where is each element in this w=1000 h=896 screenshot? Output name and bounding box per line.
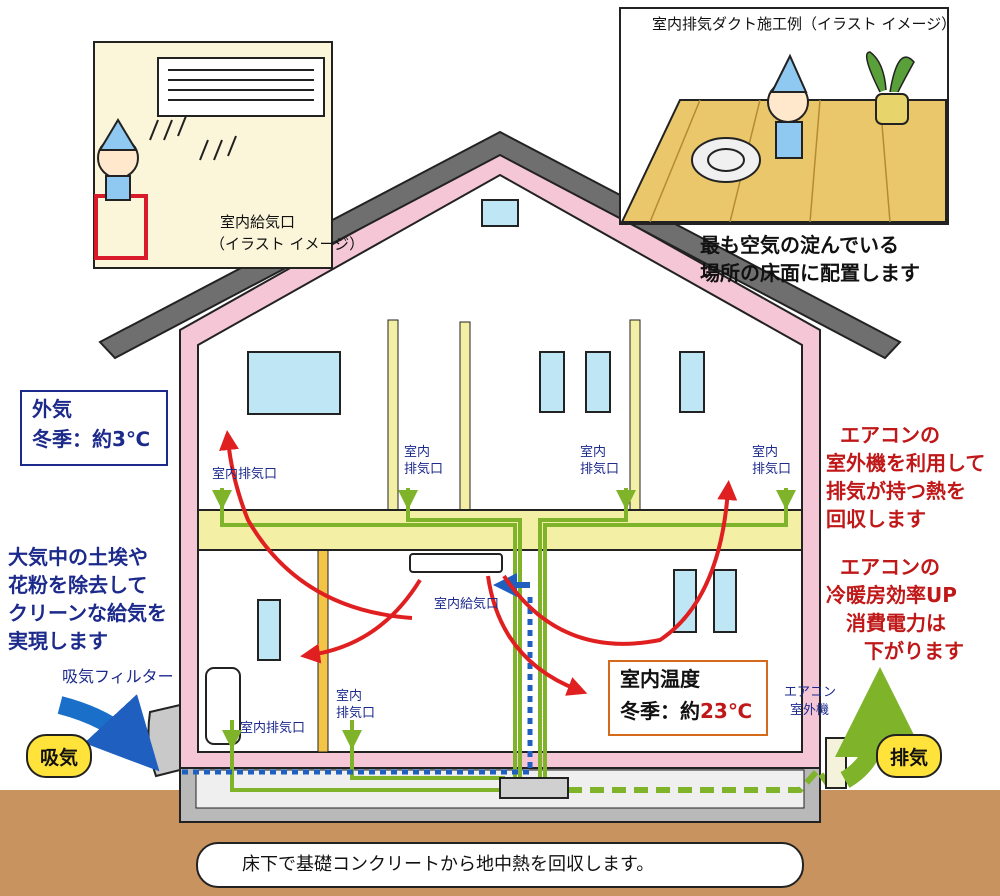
exhaust-badge: 排気 <box>876 734 942 778</box>
exhaust-inset-caption: 室内排気ダクト施工例（イラスト イメージ） <box>652 15 957 33</box>
bottom-caption: 床下で基礎コンクリートから地中熱を回収します。 <box>242 854 655 875</box>
outside-air-temp: 冬季：約3℃ <box>32 427 151 451</box>
right-note-1-line3: 排気が持つ熱を <box>826 479 966 503</box>
ac-outdoor-unit <box>825 737 847 789</box>
airflow-squiggles <box>149 115 237 161</box>
indoor-temp-box: 室内温度 冬季：約23℃ <box>608 660 768 736</box>
window-2f-right-1 <box>539 351 565 413</box>
left-note-line4: 実現します <box>8 629 108 653</box>
ac-outdoor-unit-label-2: 室外機 <box>790 703 830 718</box>
window-2f-left <box>247 351 341 415</box>
left-note-line2: 花粉を除去して <box>8 573 148 597</box>
exhaust-out-arrow <box>834 667 925 788</box>
roof <box>98 130 902 360</box>
warm-air-flows <box>219 430 738 696</box>
right-note-1-line4: 回収します <box>826 507 926 531</box>
stud-middle <box>459 321 471 511</box>
room-exhaust-2f-c-label-1: 室内 <box>752 445 779 460</box>
room-exhaust-1f-label-2: 排気口 <box>336 706 376 721</box>
room-exhaust-2f-b-label-1: 室内 <box>580 445 607 460</box>
exhaust-note-line2: 場所の床面に配置します <box>700 261 920 285</box>
room-exhaust-2f-a-label-2: 排気口 <box>404 462 444 477</box>
right-note-2-line1: エアコンの <box>840 555 940 579</box>
room-exhaust-2f-b-label-2: 排気口 <box>580 462 620 477</box>
bottom-caption-pill: 床下で基礎コンクリートから地中熱を回収します。 <box>196 842 804 888</box>
indoor-temp-value: 冬季：約23℃ <box>620 699 753 723</box>
room-exhaust-1f-label-1: 室内 <box>336 689 363 704</box>
left-note-line1: 大気中の土埃や <box>8 545 148 569</box>
window-1f-right-2 <box>713 569 737 633</box>
window-2f-right-3 <box>679 351 705 413</box>
right-note-1-line2: 室外機を利用して <box>826 451 986 475</box>
room-exhaust-lower-left-label: 室内排気口 <box>240 721 306 736</box>
window-1f-right-1 <box>673 569 697 633</box>
floor-exhaust-vent <box>691 137 761 183</box>
intake-filter-label: 吸気フィルター <box>62 667 174 686</box>
supply-inset-caption-line1: 室内給気口 <box>220 213 296 231</box>
attic-window <box>481 199 519 227</box>
heat-exchanger-unit <box>499 777 569 799</box>
exhaust-duct-inlets <box>212 488 796 750</box>
inset-character <box>767 53 809 159</box>
potted-plant <box>865 51 915 125</box>
outside-air-box: 外気 冬季：約3℃ <box>20 390 168 466</box>
room-exhaust-upper-left-label: 室内排気口 <box>212 467 278 482</box>
stud-right <box>629 319 641 511</box>
character-on-ladder <box>94 118 148 260</box>
supply-duct <box>182 595 533 775</box>
floor-beam <box>197 509 803 551</box>
intake-arrow <box>57 694 160 772</box>
right-note-2-line3: 消費電力は <box>846 611 946 635</box>
intake-badge: 吸気 <box>26 734 92 778</box>
stud-left <box>387 319 399 511</box>
exhaust-note-line1: 最も空気の淀んでいる <box>700 233 899 257</box>
supply-vent-grille <box>157 57 325 117</box>
outside-air-label: 外気 <box>32 397 72 421</box>
supply-vent-slats <box>168 69 314 101</box>
window-2f-right-2 <box>585 351 611 413</box>
room-exhaust-2f-a-label-1: 室内 <box>404 445 431 460</box>
left-note-line3: クリーンな給気を <box>8 601 167 625</box>
supply-inset-caption-line2: （イラスト イメージ） <box>210 235 365 253</box>
floor-exhaust-vent-inner <box>707 148 745 172</box>
toilet <box>205 667 241 745</box>
window-1f-left <box>257 599 281 661</box>
room-supply-label: 室内給気口 <box>434 597 500 612</box>
ac-outdoor-unit-label-1: エアコン <box>784 685 837 700</box>
right-note-2-line4: 下がります <box>864 639 964 663</box>
right-note-2-line2: 冷暖房効率UP <box>826 583 957 607</box>
intake-filter <box>147 703 181 778</box>
room-exhaust-2f-c-label-2: 排気口 <box>752 462 792 477</box>
exhaust-ducts <box>220 500 788 792</box>
inset-wood-floor <box>620 99 947 223</box>
indoor-temp-label: 室内温度 <box>620 667 700 691</box>
right-note-1-line1: エアコンの <box>840 423 940 447</box>
air-conditioner-indoor-unit <box>409 553 503 573</box>
